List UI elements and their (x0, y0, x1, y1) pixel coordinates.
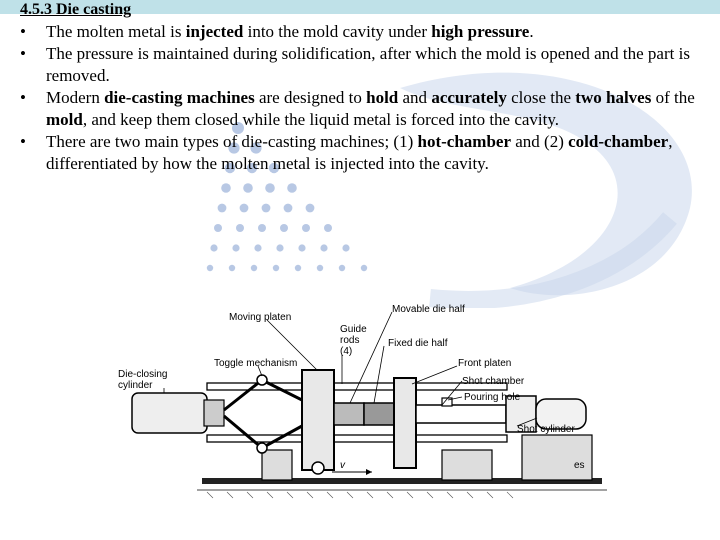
header-band (0, 0, 720, 14)
label-fixed-die-half: Fixed die half (388, 338, 448, 349)
bullet-text: and (2) (511, 132, 569, 151)
label-shot-chamber: Shot chamber (462, 376, 525, 387)
bullet-list: • The molten metal is injected into the m… (20, 21, 710, 175)
label-es: es (574, 460, 585, 471)
bullet-text: The molten metal is (46, 22, 186, 41)
label-guide: Guide (340, 324, 367, 335)
bullet-text: , and keep them closed while the liquid … (82, 110, 560, 129)
bullet-text: , differentiated by how the molten metal… (46, 132, 673, 173)
slide-title: 4.5.3 Die casting (20, 1, 132, 18)
label-movable-die-half: Movable die half (392, 304, 465, 315)
bullet-text: into the mold cavity under (243, 22, 432, 41)
bullet-marker: • (20, 132, 26, 151)
bold-term: injected (185, 22, 244, 41)
label-shot-cylinder: Shot cylinder (517, 424, 575, 435)
shot-cylinder (535, 398, 587, 430)
bullet-text: There are two main types of die-casting … (46, 132, 418, 151)
label-front-platen: Front platen (458, 358, 511, 369)
front-platen (393, 377, 417, 469)
bullet-marker: • (20, 88, 26, 107)
bullet-text: Modern (46, 88, 105, 107)
bullet-text: The pressure is maintained during solidi… (46, 44, 690, 85)
pouring-hole (441, 397, 453, 407)
bullet-text: . (529, 22, 534, 41)
label-toggle-mechanism: Toggle mechanism (214, 358, 297, 369)
movable-die-half (333, 402, 365, 426)
bullet-item: • The molten metal is injected into the m… (20, 21, 710, 43)
bold-term: two halves (575, 88, 652, 107)
machine-base (202, 478, 602, 484)
bold-term: hot-chamber (417, 132, 511, 151)
bold-term: mold (46, 110, 83, 129)
bullet-item: • Modern die-casting machines are designe… (20, 87, 710, 131)
bullet-text: close the (506, 88, 576, 107)
bullet-text: are designed to (254, 88, 367, 107)
label-pouring-hole: Pouring hole (464, 392, 521, 403)
fixed-die-half (363, 402, 395, 426)
bold-term: die-casting machines (104, 88, 255, 107)
bold-term: cold-chamber (568, 132, 669, 151)
label-four: (4) (340, 346, 352, 357)
die-casting-machine-diagram: Movable die half Moving platen Guide rod… (118, 304, 607, 499)
label-die-closing: Die-closing (118, 369, 167, 380)
shot-chamber (415, 404, 507, 424)
tie-rod-top (206, 382, 508, 391)
label-rods: rods (340, 335, 359, 346)
tie-rod-bottom (206, 434, 508, 443)
bold-term: hold (366, 88, 399, 107)
bullet-item: • The pressure is maintained during solid… (20, 43, 710, 87)
bold-term: accurately (431, 88, 507, 107)
moving-platen (301, 369, 335, 471)
bullet-text: of the (651, 88, 695, 107)
bullet-marker: • (20, 22, 26, 41)
label-velocity: v (340, 460, 346, 471)
bullet-text: and (398, 88, 432, 107)
bullet-item: • There are two main types of die-casting… (20, 131, 710, 175)
bold-term: high pressure (431, 22, 530, 41)
bullet-marker: • (20, 44, 26, 63)
label-cylinder: cylinder (118, 380, 153, 391)
label-moving-platen: Moving platen (229, 312, 291, 323)
watermark-graphic (206, 72, 692, 308)
die-closing-cylinder (131, 392, 208, 434)
